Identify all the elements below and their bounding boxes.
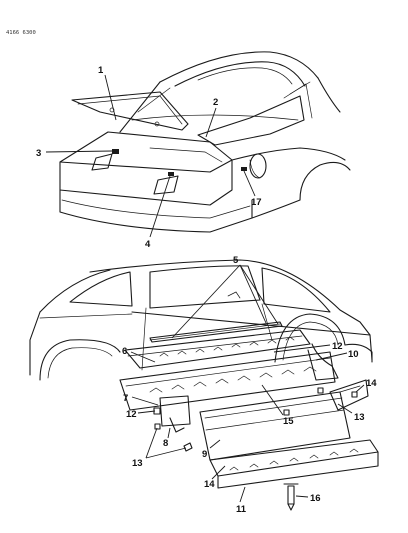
callout-8: 8 xyxy=(163,438,168,449)
callout-9: 9 xyxy=(202,449,207,460)
callout-6: 6 xyxy=(122,346,127,357)
ground-effect-parts xyxy=(119,329,379,511)
callout-10: 10 xyxy=(348,349,359,360)
body-side-molding xyxy=(149,321,283,343)
lock-cylinder-icon xyxy=(112,149,119,154)
callout-3: 3 xyxy=(36,148,41,159)
side-view-illustration xyxy=(29,259,373,381)
callout-13-right: 13 xyxy=(354,412,365,423)
callout-1: 1 xyxy=(98,65,104,76)
rear-view-illustration xyxy=(59,51,351,233)
callout-2: 2 xyxy=(213,97,218,108)
callout-16: 16 xyxy=(310,493,321,504)
callout-7: 7 xyxy=(123,393,128,404)
callout-17: 17 xyxy=(251,197,262,208)
emblem-icon xyxy=(168,172,174,176)
reference-code: 4166 6300 xyxy=(6,30,36,36)
callout-15: 15 xyxy=(283,416,294,427)
callout-12-upper: 12 xyxy=(332,341,343,352)
callout-4: 4 xyxy=(145,239,151,250)
callout-11: 11 xyxy=(236,504,247,515)
leader-lines xyxy=(45,74,365,503)
callout-14-lower: 14 xyxy=(204,479,215,490)
callout-5: 5 xyxy=(233,255,239,266)
clip-icon xyxy=(241,167,247,171)
callout-12-lower: 12 xyxy=(126,409,137,420)
callout-14-right: 14 xyxy=(366,378,377,389)
callout-13-left: 13 xyxy=(132,458,143,469)
callout-labels: 1 2 3 4 17 5 6 12 10 7 14 12 8 13 15 13 … xyxy=(36,65,377,515)
fastener-icons xyxy=(153,387,358,452)
